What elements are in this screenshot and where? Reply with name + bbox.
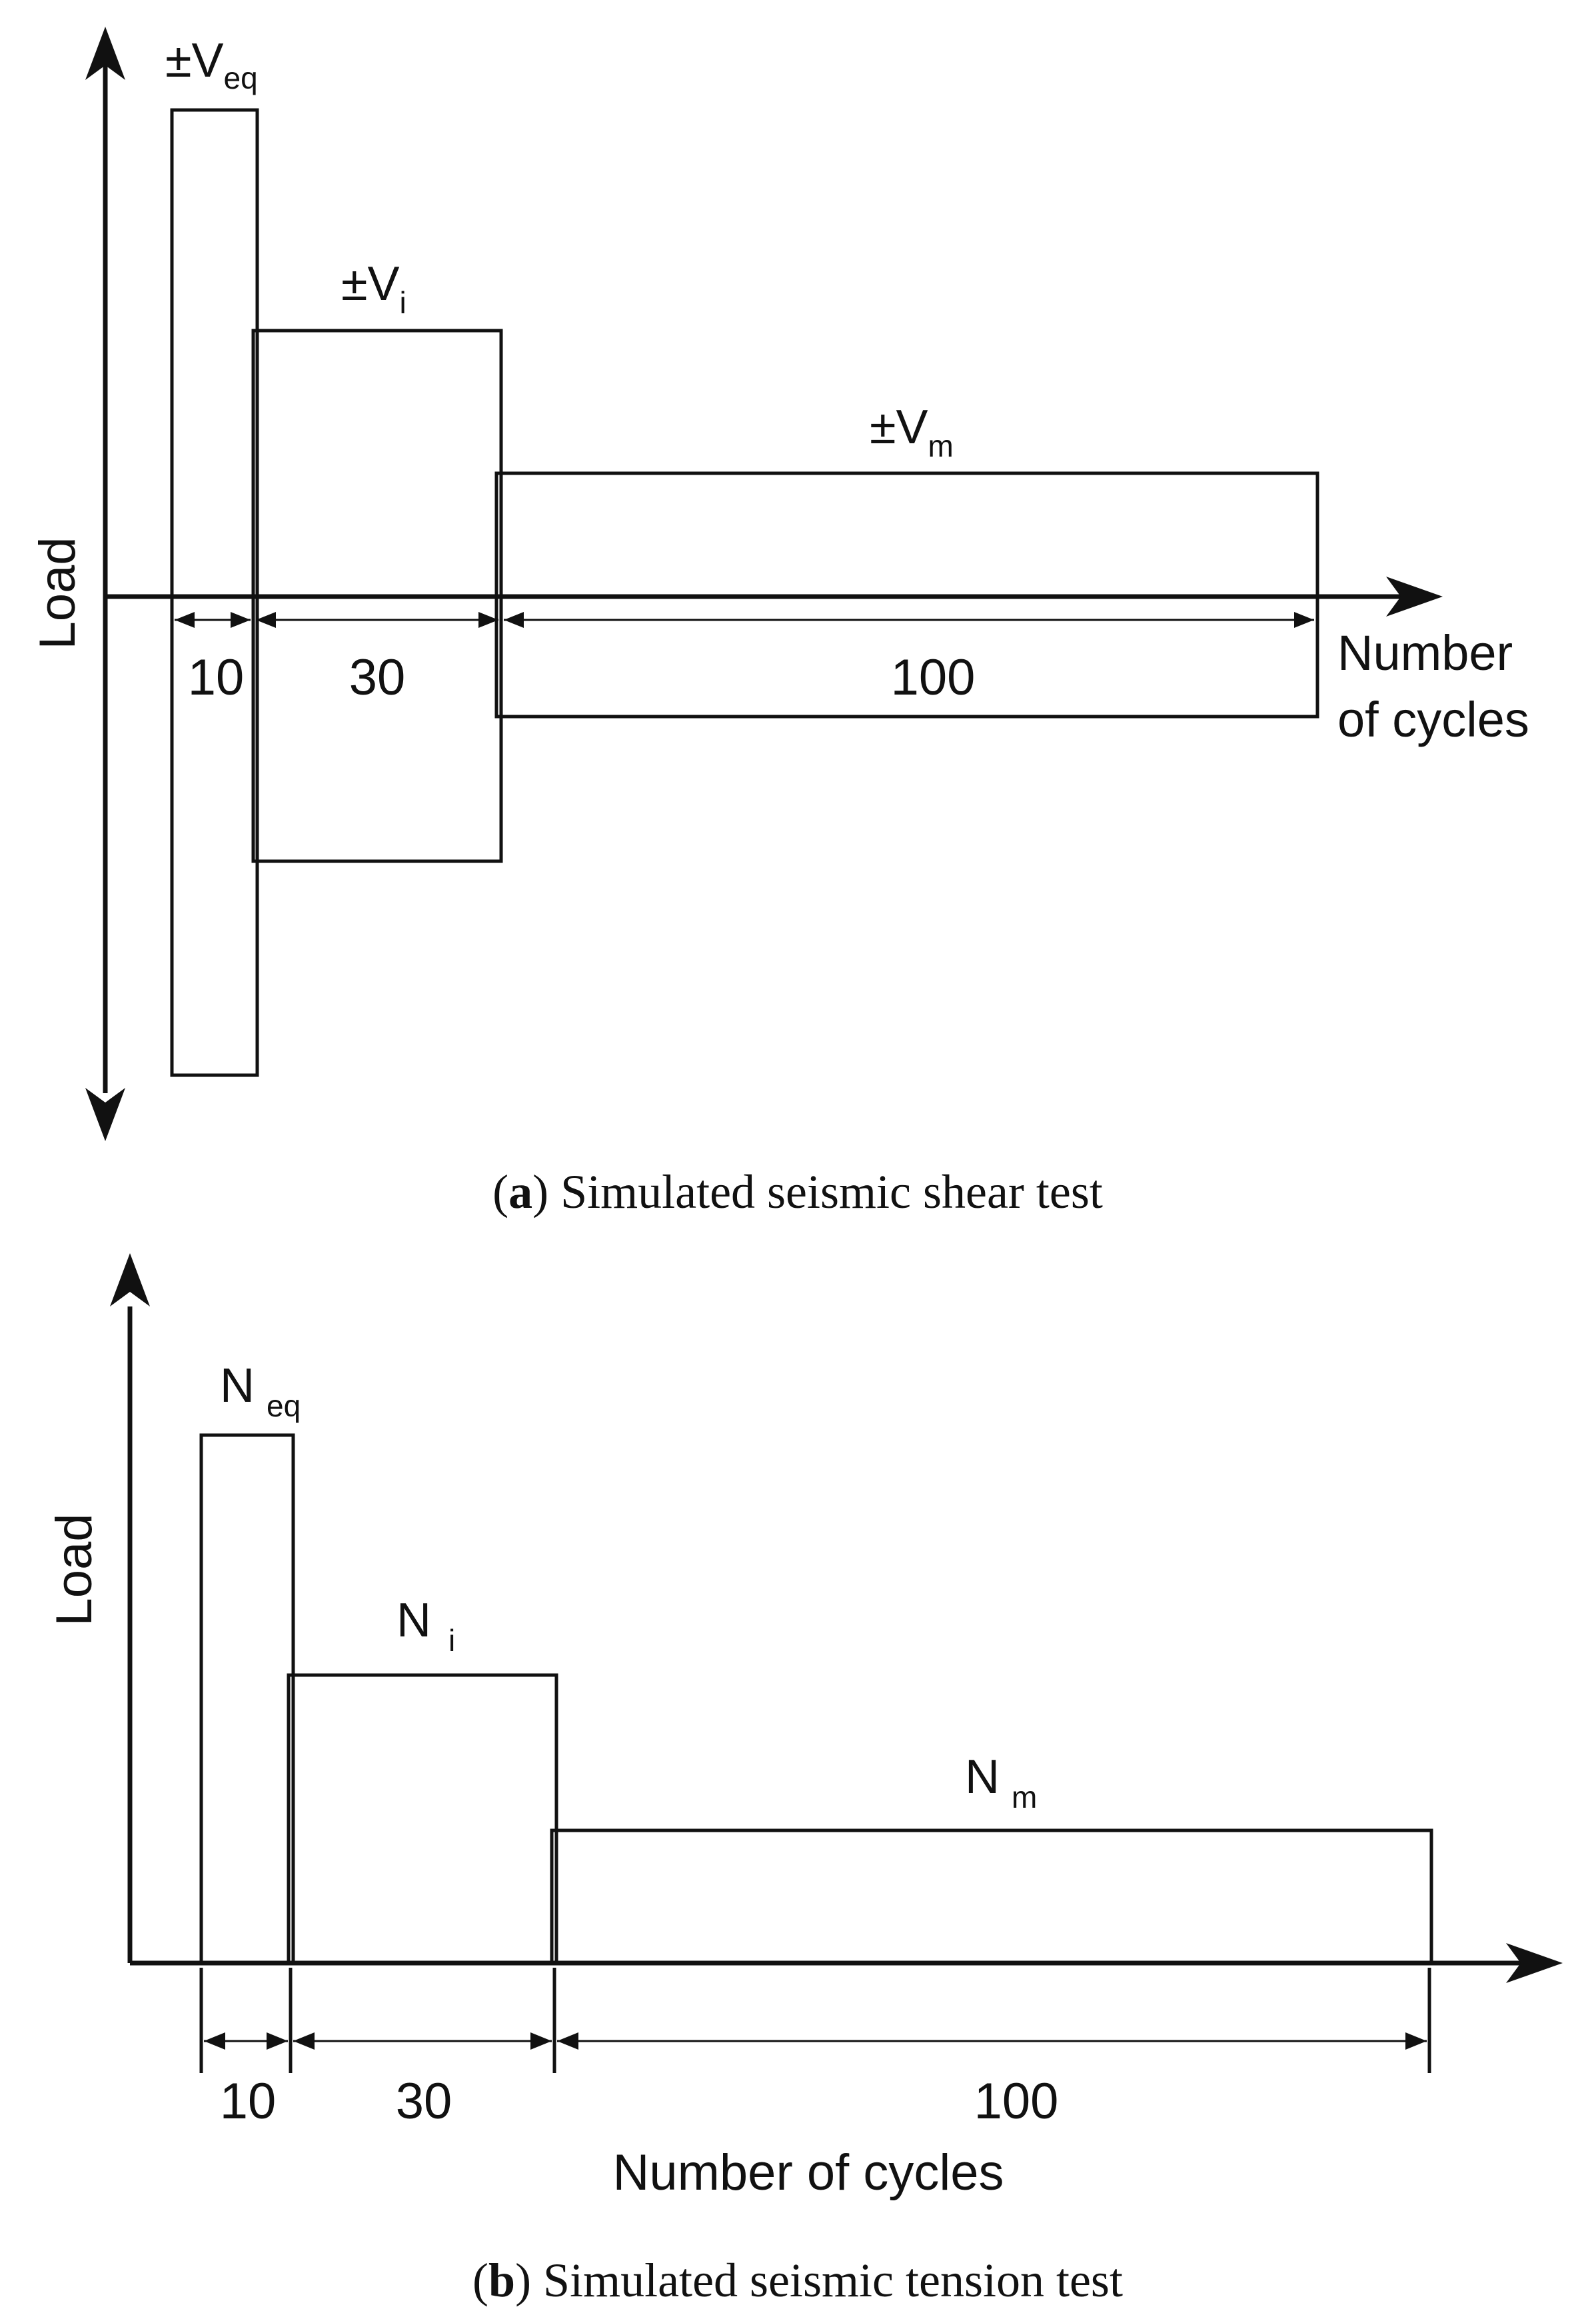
dimension-arrows-a bbox=[175, 612, 1314, 628]
dimension-extensions-b bbox=[199, 1968, 1431, 2073]
block-vm bbox=[494, 471, 1319, 719]
dimension-arrows-b bbox=[204, 2032, 1427, 2050]
load-axis-label-a: Load bbox=[29, 537, 86, 649]
cycles-axis-label-a-line2: of cycles bbox=[1337, 692, 1529, 747]
block-nm bbox=[550, 1828, 1433, 1965]
block-veq bbox=[170, 108, 259, 1077]
cycle-count-a-100: 100 bbox=[891, 649, 976, 706]
cycle-count-b-30: 30 bbox=[396, 2073, 452, 2130]
panel-a bbox=[85, 27, 1443, 1141]
cycle-count-a-10: 10 bbox=[188, 649, 245, 706]
panel-b bbox=[110, 1253, 1563, 2073]
cycles-axis-label-a-line1: Number bbox=[1337, 625, 1513, 681]
caption-b: (b) Simulated seismic tension test bbox=[472, 2254, 1123, 2307]
load-label-vm: ±Vm bbox=[870, 401, 954, 463]
cycles-axis-label-b: Number of cycles bbox=[612, 2144, 1004, 2201]
load-axis-a-bottom-arrowhead bbox=[85, 1088, 125, 1141]
load-axis-a-top-arrowhead bbox=[85, 27, 125, 80]
cycles-axis-b-arrowhead bbox=[1506, 1943, 1563, 1983]
caption-a: (a) Simulated seismic shear test bbox=[492, 1165, 1103, 1218]
cycle-count-a-30: 30 bbox=[349, 649, 406, 706]
load-label-veq: ±Veq bbox=[165, 34, 258, 95]
load-axis-label-b: Load bbox=[46, 1513, 103, 1626]
block-vi bbox=[251, 329, 503, 863]
cycle-count-b-100: 100 bbox=[974, 2073, 1059, 2130]
load-axis-b-arrowhead bbox=[110, 1253, 150, 1306]
load-label-vi: ±Vi bbox=[341, 257, 406, 320]
cycle-count-b-10: 10 bbox=[220, 2073, 277, 2130]
block-neq bbox=[199, 1433, 295, 1965]
block-ni bbox=[287, 1673, 558, 1965]
cycles-axis-a-arrowhead bbox=[1386, 577, 1443, 617]
